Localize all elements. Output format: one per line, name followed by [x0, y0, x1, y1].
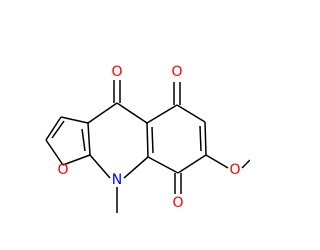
bond-c4a-c8a	[146, 122, 149, 158]
bond-c3a-c9a	[87, 122, 91, 156]
bond-c2-c3-double	[51, 120, 65, 139]
bond-c5-c6	[176, 104, 206, 123]
bond-c6-c7-double	[199, 125, 202, 152]
bond-c2-c3	[45, 116, 62, 141]
bond-c3a-c4	[87, 102, 118, 124]
bond-c3a-c9a-double	[81, 128, 86, 152]
bond-c7-o	[205, 154, 229, 169]
bond-c3-c3a	[60, 116, 89, 124]
bond-o-ch3	[241, 159, 250, 169]
bond-n9-c9a	[89, 154, 111, 179]
bond-c4a-c8a-double	[151, 126, 154, 154]
atom-c5-carbonyl-oxygen: O	[171, 64, 182, 80]
bond-c4a-c5	[146, 104, 178, 124]
bond-o1-c2	[45, 139, 64, 166]
atom-c4-carbonyl-oxygen: O	[111, 64, 122, 80]
atom-ring-nitrogen: N	[112, 172, 122, 188]
bond-c4-c4a	[116, 102, 148, 124]
bond-c9a-o1	[62, 154, 91, 166]
structure-diagram: O N O O O O	[45, 64, 250, 213]
molecule-canvas: O N O O O O	[45, 64, 250, 213]
bond-c7-c8	[177, 154, 207, 174]
bond-c8-c8a	[147, 156, 179, 174]
bond-c8a-n9	[123, 156, 149, 179]
atom-methoxy-oxygen: O	[229, 162, 240, 178]
atom-c8-carbonyl-oxygen: O	[172, 195, 183, 211]
atom-furan-oxygen: O	[57, 162, 68, 178]
bond-c6-c7	[204, 121, 207, 156]
